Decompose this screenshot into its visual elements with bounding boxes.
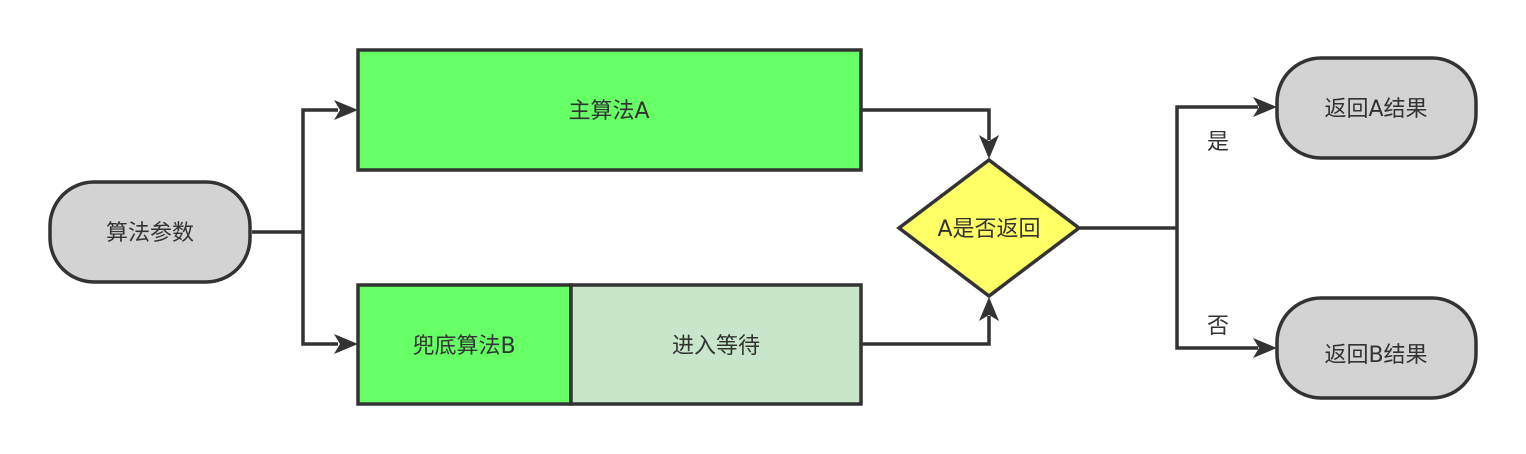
edge-label-yes: 是	[1207, 130, 1229, 155]
node-return-a-label: 返回A结果	[1324, 97, 1427, 122]
node-main-algo: 主算法A	[356, 48, 863, 172]
node-return-b-label: 返回B结果	[1324, 343, 1427, 368]
edge-split-to-fallback	[301, 232, 338, 346]
edge-waiting-to-decision	[862, 316, 991, 346]
node-main-algo-label: 主算法A	[568, 99, 649, 124]
node-waiting: 进入等待	[569, 283, 863, 406]
node-decision: A是否返回	[896, 157, 1082, 299]
node-params-shape	[48, 180, 252, 284]
arrowhead-return-a	[1253, 97, 1277, 117]
node-return-b-shape	[1275, 296, 1478, 400]
arrowhead-fallback	[334, 334, 358, 354]
node-decision-label: A是否返回	[937, 217, 1040, 242]
node-return-a-shape	[1275, 56, 1478, 160]
edge-main-to-decision	[862, 108, 991, 140]
edges	[252, 97, 1277, 358]
arrowhead-decision-top	[979, 135, 999, 159]
node-main-algo-shape	[356, 48, 863, 172]
node-decision-shape	[896, 157, 1082, 299]
arrowhead-return-b	[1253, 338, 1277, 358]
edge-branch-to-return-b	[1175, 228, 1258, 350]
arrowhead-decision-bottom	[979, 297, 999, 321]
node-params-label: 算法参数	[106, 221, 194, 246]
node-return-a: 返回A结果	[1275, 56, 1478, 160]
node-return-b: 返回B结果	[1275, 296, 1478, 400]
edge-branch-to-return-a	[1175, 105, 1258, 228]
node-fallback-algo: 兜底算法B	[356, 283, 573, 406]
node-waiting-label: 进入等待	[672, 334, 760, 359]
node-fallback-algo-label: 兜底算法B	[412, 334, 515, 359]
arrowhead-main	[334, 100, 358, 120]
node-params: 算法参数	[48, 180, 252, 284]
node-waiting-shape	[569, 283, 863, 406]
edge-split-to-main	[301, 108, 338, 232]
edge-label-no: 否	[1207, 314, 1229, 339]
